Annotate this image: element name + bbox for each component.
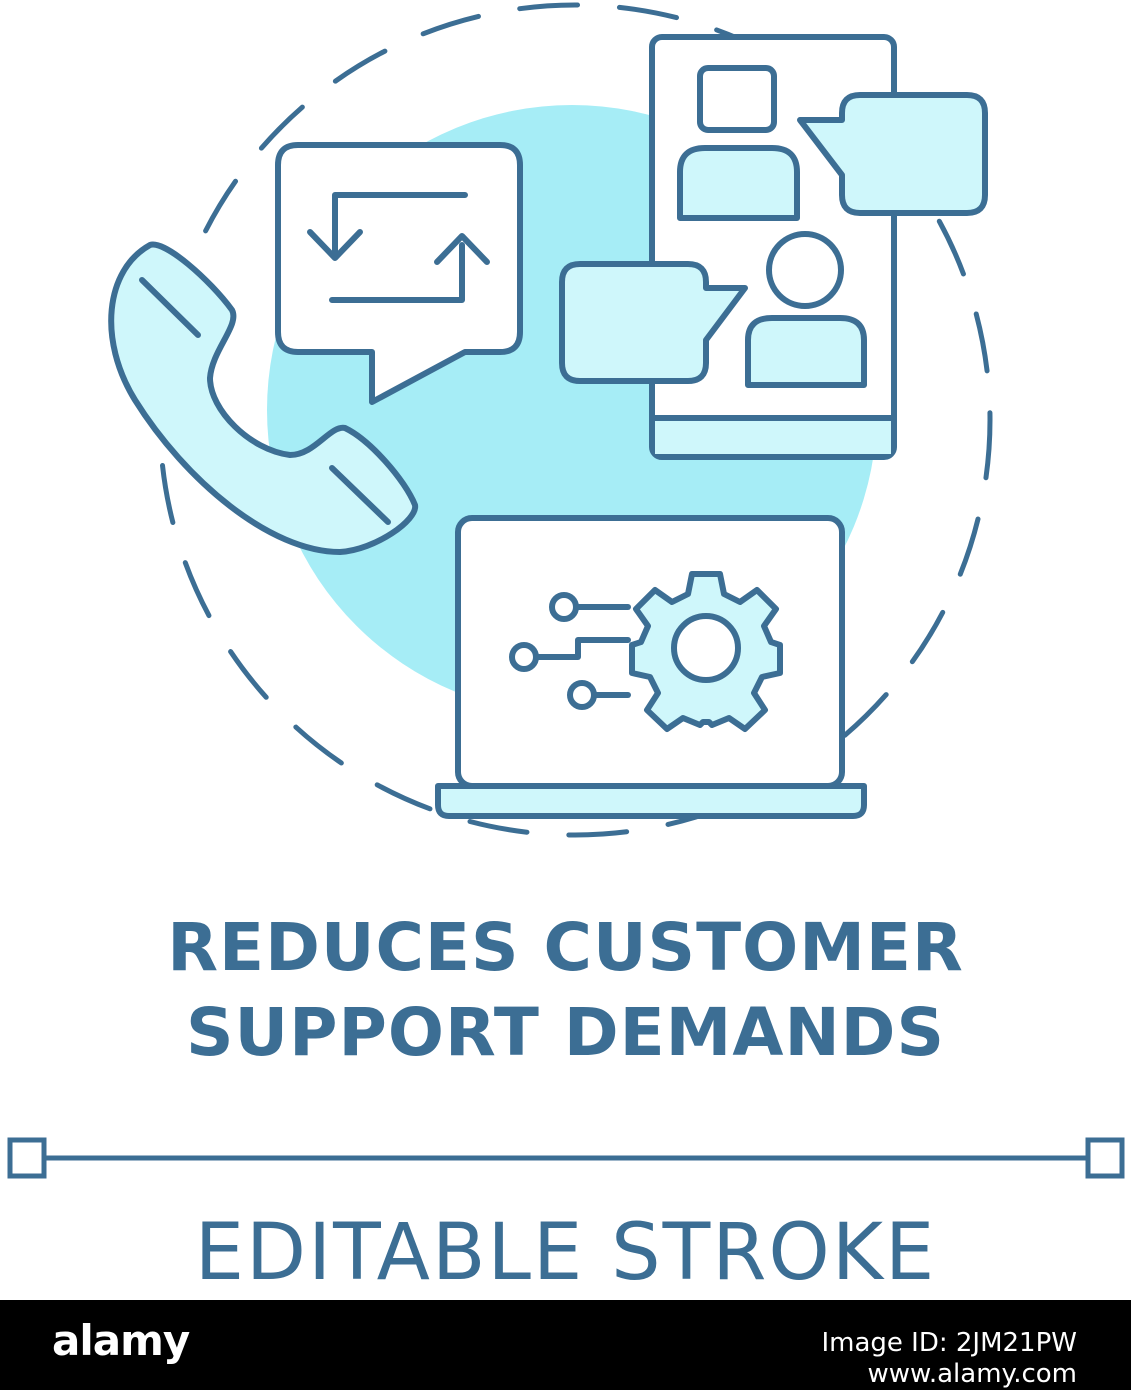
chat-arrows-icon (275, 142, 523, 405)
phone-icon (108, 241, 419, 555)
editable-stroke-label: EDITABLE STROKE (194, 1208, 937, 1298)
title-line-1: REDUCES CUSTOMER (167, 909, 964, 986)
footer-image-info: Image ID: 2JM21PW www.alamy.com (821, 1328, 1077, 1390)
footer-bar: alamy Image ID: 2JM21PW www.alamy.com (0, 1300, 1131, 1390)
site-url-text: www.alamy.com (867, 1359, 1077, 1390)
smartphone-video-call-icon (559, 34, 988, 460)
laptop-gear-icon (435, 515, 867, 819)
title-line-2: SUPPORT DEMANDS (185, 994, 945, 1071)
alamy-logo: alamy (52, 1316, 190, 1365)
stroke-line-icon (7, 1137, 1125, 1179)
image-id-text: Image ID: 2JM21PW (821, 1328, 1077, 1358)
